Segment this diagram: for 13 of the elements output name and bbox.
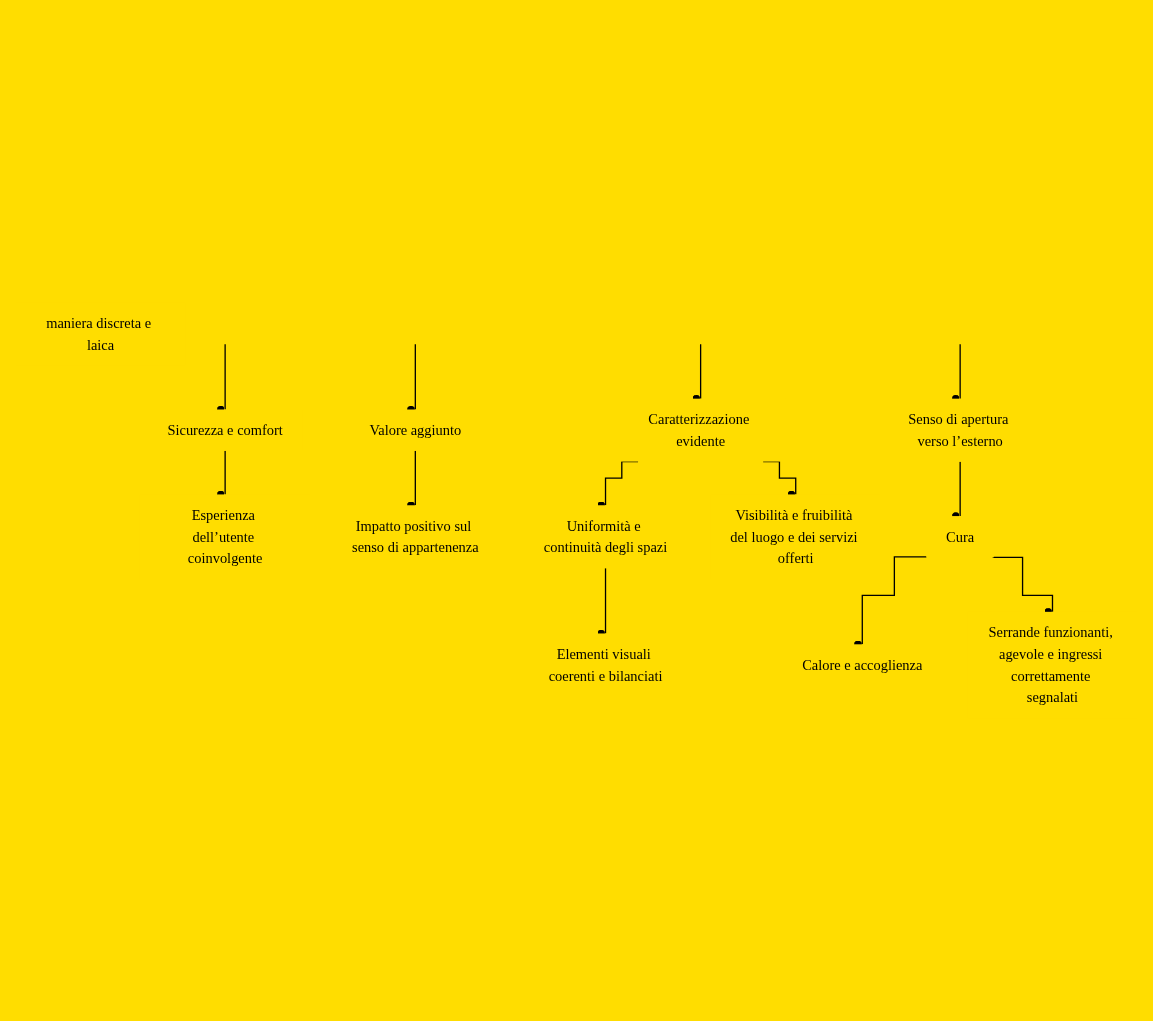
node-text: Uniformità e continuità degli spazi (543, 517, 668, 556)
node-text: Cura (946, 528, 975, 545)
node-text: Sicurezza e comfort (167, 421, 283, 439)
node-text: Esperienza dell’utente coinvolgente (187, 506, 263, 567)
node-text: Elementi visuali coerenti e bilanciati (548, 645, 663, 684)
node-text: Serrande funzionanti, agevole e ingressi correttamente segnalati (988, 624, 1113, 706)
node-text: Valore aggiunto (369, 421, 462, 439)
node-text: Caratterizzazione evidente (648, 411, 750, 450)
node-text: maniera discreta e laica (46, 315, 152, 354)
node-text: Calore e accoglienza (802, 656, 923, 674)
node-text: Senso di apertura verso l’esterno (908, 411, 1009, 450)
node-text: Impatto positivo sul senso di appartenenza (352, 517, 479, 556)
node-text: Visibilità e fruibilità del luogo e dei servizi offerti (730, 506, 858, 567)
